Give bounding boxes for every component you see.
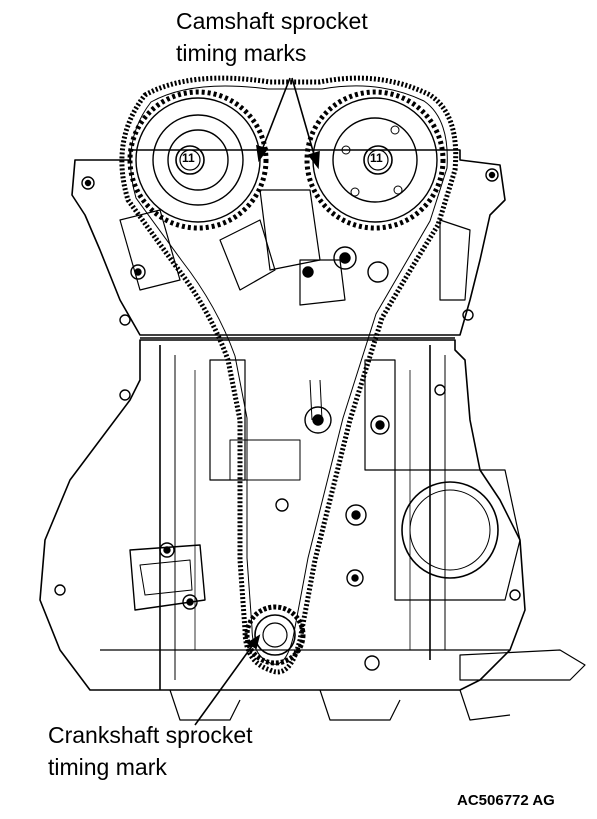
camshaft-callout-line1: Camshaft sprocket (176, 8, 368, 34)
right-camshaft-sprocket (304, 89, 446, 231)
left-bolt-number: 11 (182, 151, 195, 165)
bolts (54, 168, 521, 671)
left-camshaft-sprocket (127, 89, 269, 231)
camshaft-callout-line2: timing marks (176, 40, 307, 66)
leader-lines (194, 77, 320, 726)
crankshaft-callout-line1: Crankshaft sprocket (48, 722, 253, 748)
timing-chain (119, 75, 459, 675)
figure-code: AC506772 AG (457, 792, 555, 809)
crankshaft-sprocket (244, 604, 306, 666)
figure-code-suffix: AG (532, 792, 555, 809)
engine-block-outline (39, 339, 526, 691)
right-bolt-number: 11 (370, 151, 383, 165)
figure-code-number: AC506772 (457, 792, 529, 809)
crankshaft-callout-line2: timing mark (48, 754, 167, 780)
